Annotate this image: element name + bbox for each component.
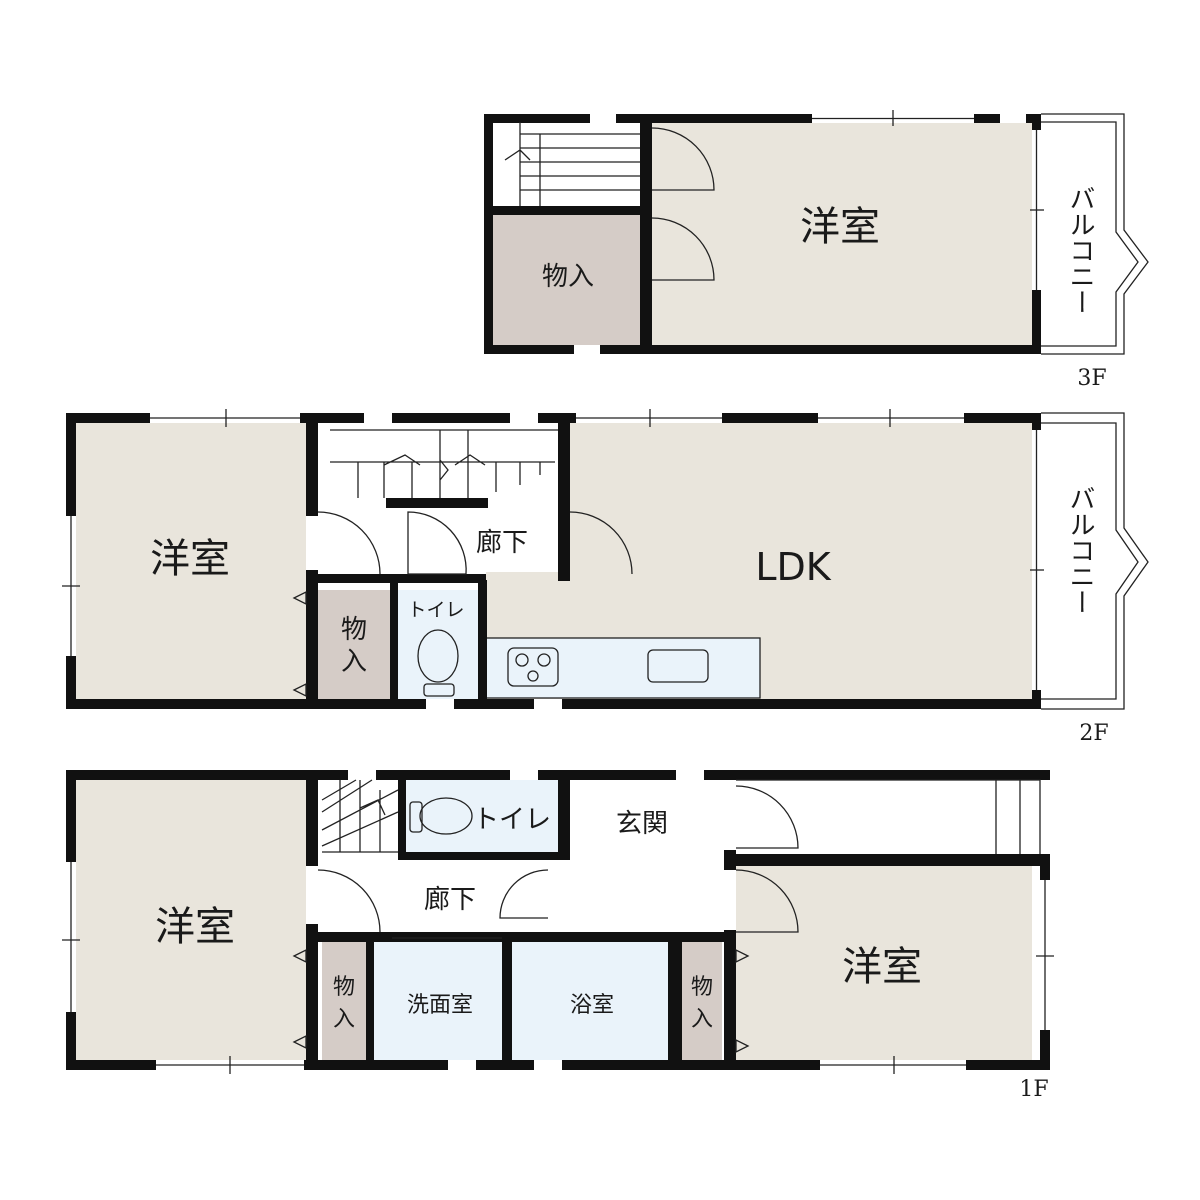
balcony-outline-2f — [1041, 412, 1149, 710]
label-balcony-2f: バルコニー — [1065, 485, 1095, 615]
storage-2f — [318, 590, 390, 700]
label-hallway-1f: 廊下 — [424, 885, 476, 915]
balcony-outline-3f — [1041, 113, 1149, 355]
label-western-1f-right: 洋室 — [842, 944, 922, 990]
label-balcony-3f: バルコニー — [1065, 185, 1095, 315]
label-storage-1f-left-b: 入 — [333, 1007, 355, 1032]
door-west-right-1f — [735, 869, 799, 933]
label-storage-2f-b: 入 — [341, 647, 367, 677]
door-entrance-1f — [735, 785, 799, 849]
door-ldk-2f — [569, 511, 633, 575]
floor-label-1f: 1F — [1019, 1077, 1048, 1102]
floor-3f: 洋室 物入 バルコニー 3F — [484, 110, 1149, 391]
label-storage-1f-right-b: 入 — [691, 1007, 713, 1032]
floor-1f: 洋室 トイレ 玄関 廊下 物 入 洗面室 浴室 物 入 洋室 1F — [62, 770, 1054, 1102]
label-storage-1f-right-a: 物 — [691, 975, 713, 1000]
label-ldk-2f: LDK — [755, 545, 831, 589]
western-room-1f-left — [76, 780, 306, 1060]
door-toilet-2f — [407, 511, 467, 575]
label-entrance-1f: 玄関 — [616, 809, 668, 839]
toilet-bowl-1f — [419, 797, 473, 835]
western-room-2f — [76, 422, 306, 700]
label-western-1f-left: 洋室 — [155, 904, 235, 950]
storage-1f-left — [322, 942, 366, 1060]
stove-icon — [507, 647, 559, 687]
label-western-2f: 洋室 — [150, 536, 230, 582]
label-washroom-1f: 洗面室 — [407, 993, 473, 1018]
label-hallway-2f: 廊下 — [476, 528, 528, 558]
label-storage-1f-left-a: 物 — [333, 975, 355, 1000]
bathroom-1f — [512, 942, 668, 1060]
floor-label-2f: 2F — [1079, 721, 1108, 746]
stairs-2f — [330, 429, 558, 498]
door-west-left-1f — [317, 869, 381, 933]
stair-3f — [492, 122, 640, 208]
door-storage-3f — [651, 217, 715, 281]
door-hall-west-2f — [317, 511, 381, 575]
sink-icon — [647, 649, 709, 683]
toilet-bowl-2f — [417, 629, 459, 683]
label-bathroom-1f: 浴室 — [570, 993, 614, 1018]
label-western-3f: 洋室 — [800, 204, 880, 250]
label-storage-3f: 物入 — [542, 262, 594, 292]
floor-2f: 洋室 廊下 LDK 物 入 トイレ バルコニー 2F — [62, 409, 1149, 746]
storage-3f — [492, 215, 640, 345]
western-room-3f — [652, 122, 1032, 345]
western-room-1f-right — [736, 866, 1032, 1060]
porch-1f — [736, 779, 1041, 854]
door-bath-1f — [499, 869, 549, 919]
door-stair-3f — [651, 127, 715, 191]
washroom-1f — [374, 942, 502, 1060]
label-toilet-1f: トイレ — [473, 805, 551, 835]
floor-label-3f: 3F — [1077, 366, 1106, 391]
label-storage-2f-a: 物 — [341, 615, 367, 645]
label-toilet-2f: トイレ — [407, 599, 464, 621]
kitchen-counter-2f — [486, 638, 760, 698]
toilet-1f — [406, 780, 558, 852]
stairs-1f — [321, 779, 399, 853]
storage-1f-right — [682, 942, 722, 1060]
